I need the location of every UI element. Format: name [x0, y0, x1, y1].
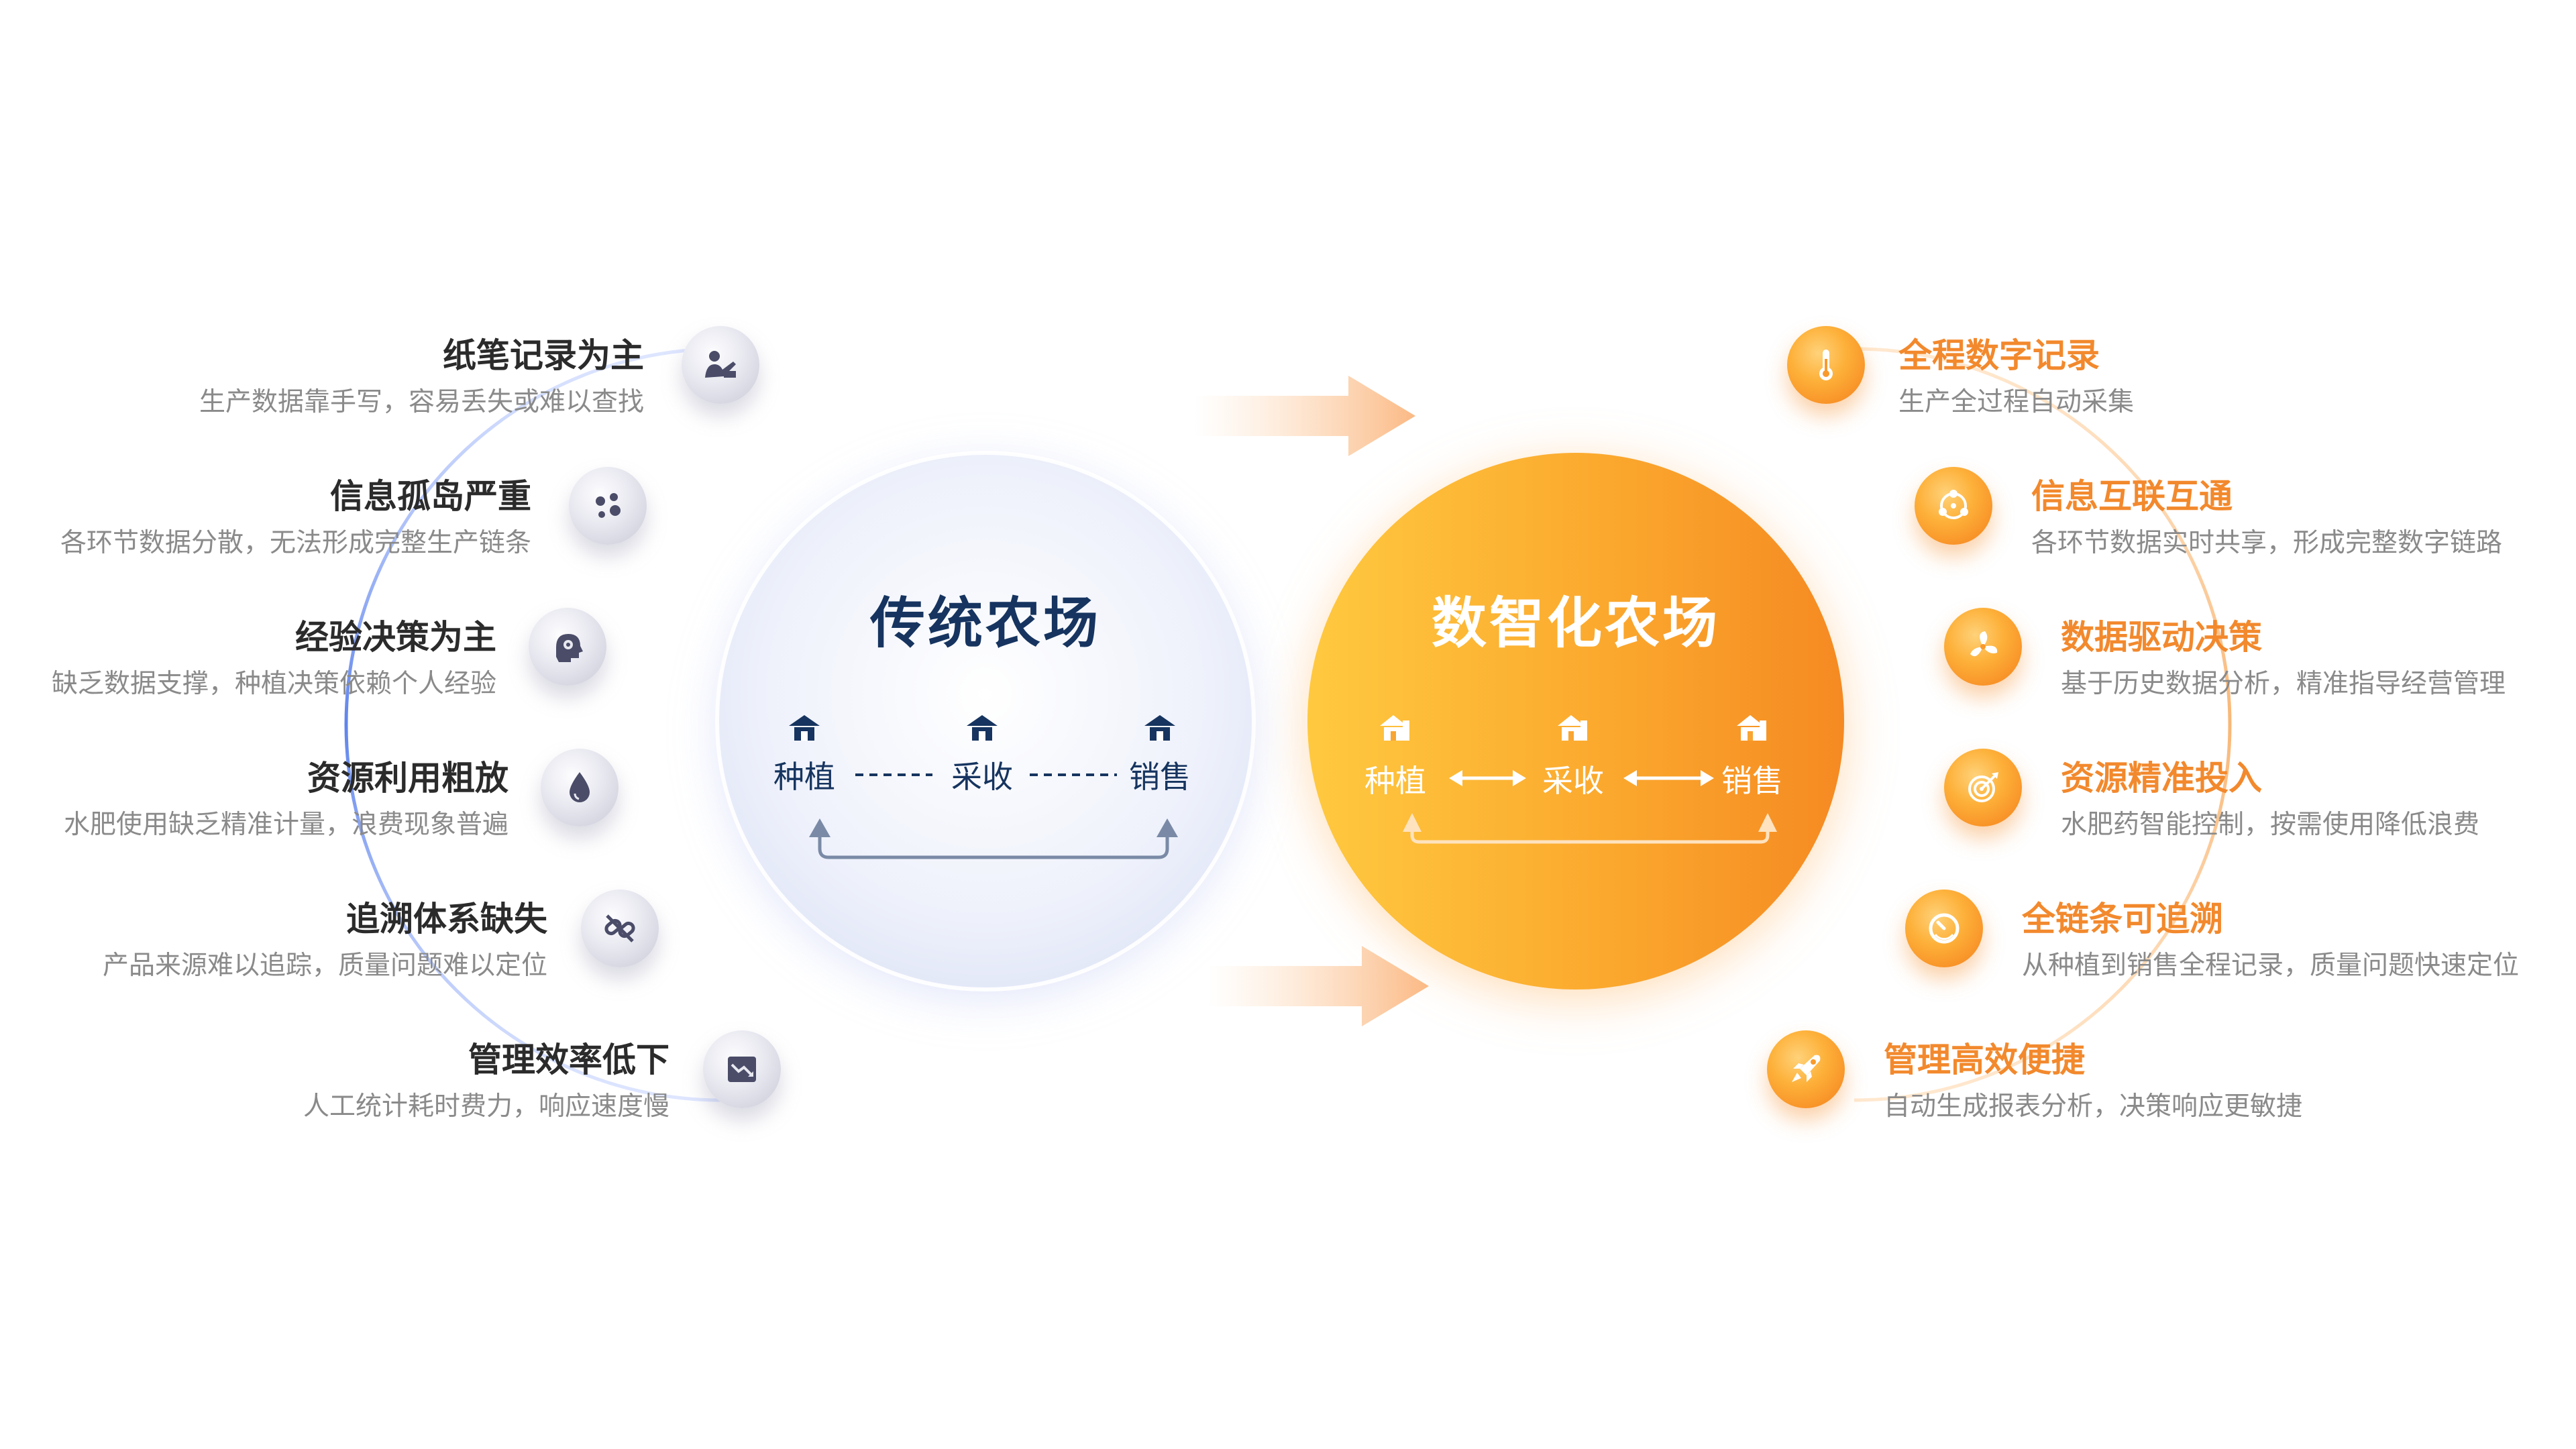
item-desc: 生产全过程自动采集 — [1898, 387, 2135, 417]
smart-farm-icon — [1737, 715, 1766, 741]
farm-house-icon — [967, 715, 998, 741]
item-title: 管理高效便捷 — [1884, 1040, 2085, 1079]
target-icon — [1944, 749, 2022, 826]
item-desc: 从种植到销售全程记录，质量问题快速定位 — [2022, 951, 2520, 981]
item-desc: 各环节数据分散，无法形成完整生产链条 — [60, 528, 531, 558]
item-title: 经验决策为主 — [295, 618, 496, 657]
item-title: 纸笔记录为主 — [443, 336, 644, 375]
item-desc: 基于历史数据分析，精准指导经营管理 — [2061, 669, 2506, 699]
item-title: 数据驱动决策 — [2061, 618, 2262, 657]
trad-flow-step-sell: 销售 — [1129, 759, 1191, 795]
item-title: 信息互联互通 — [2031, 477, 2233, 516]
item-desc: 水肥药智能控制，按需使用降低浪费 — [2061, 810, 2480, 840]
item-title: 全链条可追溯 — [2022, 900, 2223, 938]
broken-link-icon — [581, 890, 659, 967]
trad-flow-step-harvest: 采收 — [951, 759, 1013, 795]
item-title: 全程数字记录 — [1898, 336, 2100, 375]
water-drop-icon — [541, 749, 619, 826]
item-title: 资源精准投入 — [2061, 759, 2262, 798]
handwriting-icon — [682, 326, 759, 404]
farm-house-icon — [1144, 715, 1175, 741]
digi-flow-step-harvest: 采收 — [1542, 763, 1604, 799]
fan-icon — [1944, 608, 2022, 686]
item-desc: 产品来源难以追踪，质量问题难以定位 — [102, 951, 547, 981]
head-brain-icon — [529, 608, 606, 686]
top-transition-arrow — [1194, 376, 1415, 456]
smart-farm-icon — [1558, 715, 1587, 741]
rocket-icon — [1767, 1030, 1845, 1108]
item-desc: 自动生成报表分析，决策响应更敏捷 — [1884, 1091, 2303, 1122]
farm-house-icon — [789, 715, 820, 741]
item-desc: 人工统计耗时费力，响应速度慢 — [303, 1091, 669, 1122]
scattered-dots-icon — [569, 467, 647, 545]
item-desc: 生产数据靠手写，容易丢失或难以查找 — [199, 387, 644, 417]
down-trend-icon — [703, 1030, 781, 1108]
item-title: 信息孤岛严重 — [330, 477, 531, 516]
gauge-icon — [1905, 890, 1983, 967]
item-title: 追溯体系缺失 — [346, 900, 547, 938]
network-icon — [1915, 467, 1992, 545]
thermometer-icon — [1787, 326, 1865, 404]
bottom-transition-arrow — [1208, 946, 1429, 1026]
digi-flow-step-plant: 种植 — [1364, 763, 1426, 799]
digi-flow-step-sell: 销售 — [1721, 763, 1783, 799]
trad-flow-step-plant: 种植 — [773, 759, 835, 795]
traditional-farm-title: 传统农场 — [869, 592, 1101, 655]
item-title: 资源利用粗放 — [307, 759, 508, 798]
item-desc: 缺乏数据支撑，种植决策依赖个人经验 — [51, 669, 496, 699]
item-title: 管理效率低下 — [468, 1040, 669, 1079]
item-desc: 水肥使用缺乏精准计量，浪费现象普遍 — [63, 810, 508, 840]
digital-farm-title: 数智化农场 — [1431, 592, 1720, 655]
smart-farm-icon — [1380, 715, 1409, 741]
item-desc: 各环节数据实时共享，形成完整数字链路 — [2031, 528, 2503, 558]
